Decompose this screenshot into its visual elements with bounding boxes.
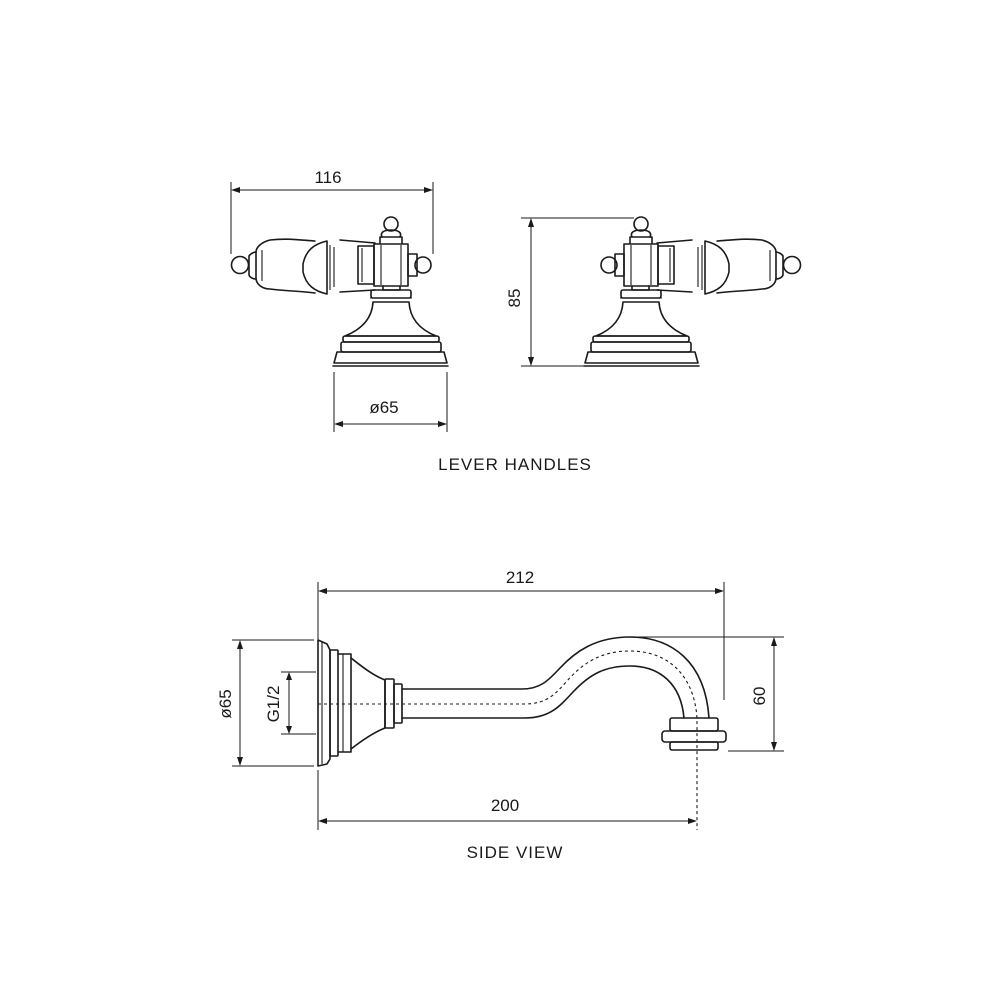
thread-dimension: G1/2	[264, 671, 316, 735]
handle-height-dimension: 85	[505, 217, 634, 367]
left-lever-handle	[230, 216, 449, 367]
side-view-caption: SIDE VIEW	[467, 843, 564, 862]
flange-diameter-dimension: ø65	[216, 639, 314, 767]
lever-handles-caption: LEVER HANDLES	[438, 455, 592, 474]
handle-base-diameter-dimension: ø65	[333, 372, 448, 432]
right-lever-handle	[583, 216, 802, 367]
overall-length-dimension: 212	[317, 568, 725, 700]
spout-side-view	[317, 636, 727, 830]
wall-length-dimension: 200	[317, 770, 697, 830]
handle-width-dimension: 116	[230, 168, 434, 254]
handle-height-label: 85	[505, 289, 524, 308]
spout-rise-label: 60	[750, 687, 769, 706]
handle-base-diameter-label: ø65	[369, 398, 398, 417]
thread-label: G1/2	[264, 686, 283, 723]
overall-length-label: 212	[506, 568, 534, 587]
handle-width-label: 116	[314, 168, 341, 187]
spout-rise-dimension: 60	[632, 636, 784, 752]
wall-length-label: 200	[491, 796, 519, 815]
flange-diameter-label: ø65	[216, 689, 235, 718]
